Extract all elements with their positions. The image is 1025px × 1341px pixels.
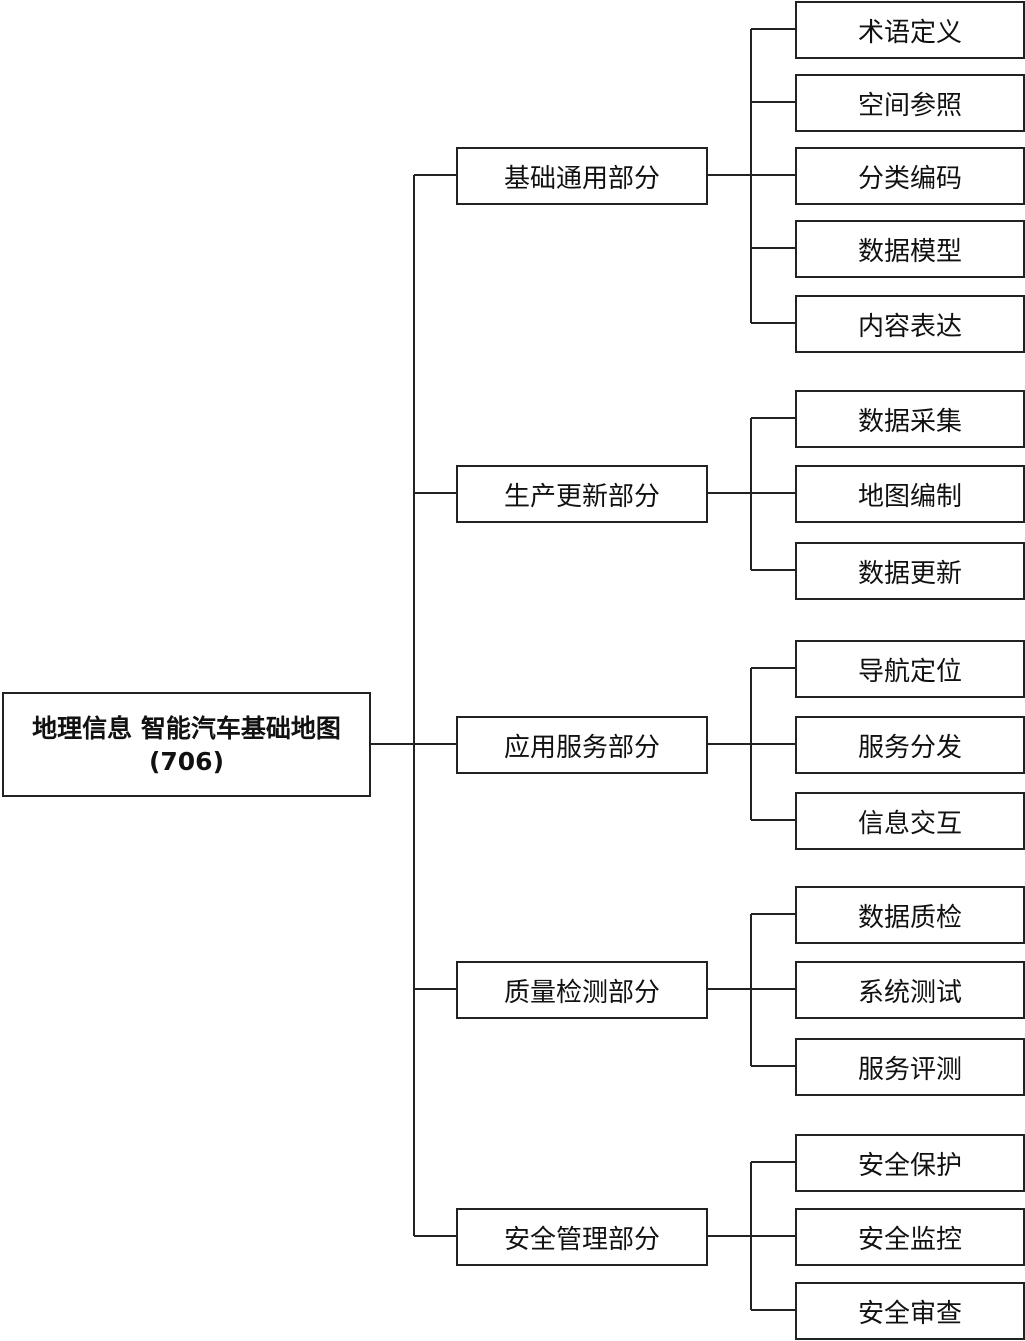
category-node-application-service: 应用服务部分: [456, 716, 708, 774]
category-label: 生产更新部分: [503, 481, 660, 512]
leaf-label: 数据质检: [857, 902, 962, 933]
leaf-label: 数据采集: [857, 406, 962, 437]
leaf-node: 安全审查: [795, 1282, 1025, 1340]
leaf-node: 数据模型: [795, 220, 1025, 278]
leaf-label: 地图编制: [857, 481, 962, 512]
leaf-label: 安全保护: [857, 1150, 962, 1181]
leaf-label: 内容表达: [857, 311, 962, 342]
leaf-node: 服务评测: [795, 1038, 1025, 1096]
leaf-label: 术语定义: [857, 17, 962, 48]
leaf-node: 空间参照: [795, 74, 1025, 132]
category-node-basic-general: 基础通用部分: [456, 147, 708, 205]
leaf-node: 内容表达: [795, 295, 1025, 353]
category-node-production-update: 生产更新部分: [456, 465, 708, 523]
category-node-security-management: 安全管理部分: [456, 1208, 708, 1266]
leaf-node: 数据采集: [795, 390, 1025, 448]
root-code: (706): [148, 746, 225, 776]
leaf-label: 服务评测: [857, 1054, 962, 1085]
category-label: 应用服务部分: [503, 732, 660, 763]
leaf-label: 导航定位: [857, 656, 962, 687]
leaf-label: 空间参照: [857, 90, 962, 121]
leaf-node: 服务分发: [795, 716, 1025, 774]
leaf-label: 系统测试: [857, 977, 962, 1008]
leaf-node: 术语定义: [795, 1, 1025, 59]
leaf-label: 数据模型: [857, 236, 962, 267]
leaf-label: 数据更新: [857, 558, 962, 589]
leaf-node: 数据更新: [795, 542, 1025, 600]
leaf-label: 分类编码: [857, 163, 962, 194]
leaf-node: 安全监控: [795, 1208, 1025, 1266]
leaf-label: 服务分发: [857, 732, 962, 763]
leaf-node: 数据质检: [795, 886, 1025, 944]
root-title: 地理信息 智能汽车基础地图: [32, 713, 341, 743]
leaf-node: 系统测试: [795, 961, 1025, 1019]
leaf-node: 导航定位: [795, 640, 1025, 698]
leaf-label: 信息交互: [857, 808, 962, 839]
root-node: 地理信息 智能汽车基础地图 (706): [2, 692, 371, 797]
category-label: 质量检测部分: [503, 977, 660, 1008]
leaf-node: 分类编码: [795, 147, 1025, 205]
leaf-node: 安全保护: [795, 1134, 1025, 1192]
leaf-node: 信息交互: [795, 792, 1025, 850]
leaf-label: 安全监控: [857, 1224, 962, 1255]
category-label: 安全管理部分: [503, 1224, 660, 1255]
leaf-node: 地图编制: [795, 465, 1025, 523]
leaf-label: 安全审查: [857, 1298, 962, 1329]
category-label: 基础通用部分: [503, 163, 660, 194]
category-node-quality-inspection: 质量检测部分: [456, 961, 708, 1019]
